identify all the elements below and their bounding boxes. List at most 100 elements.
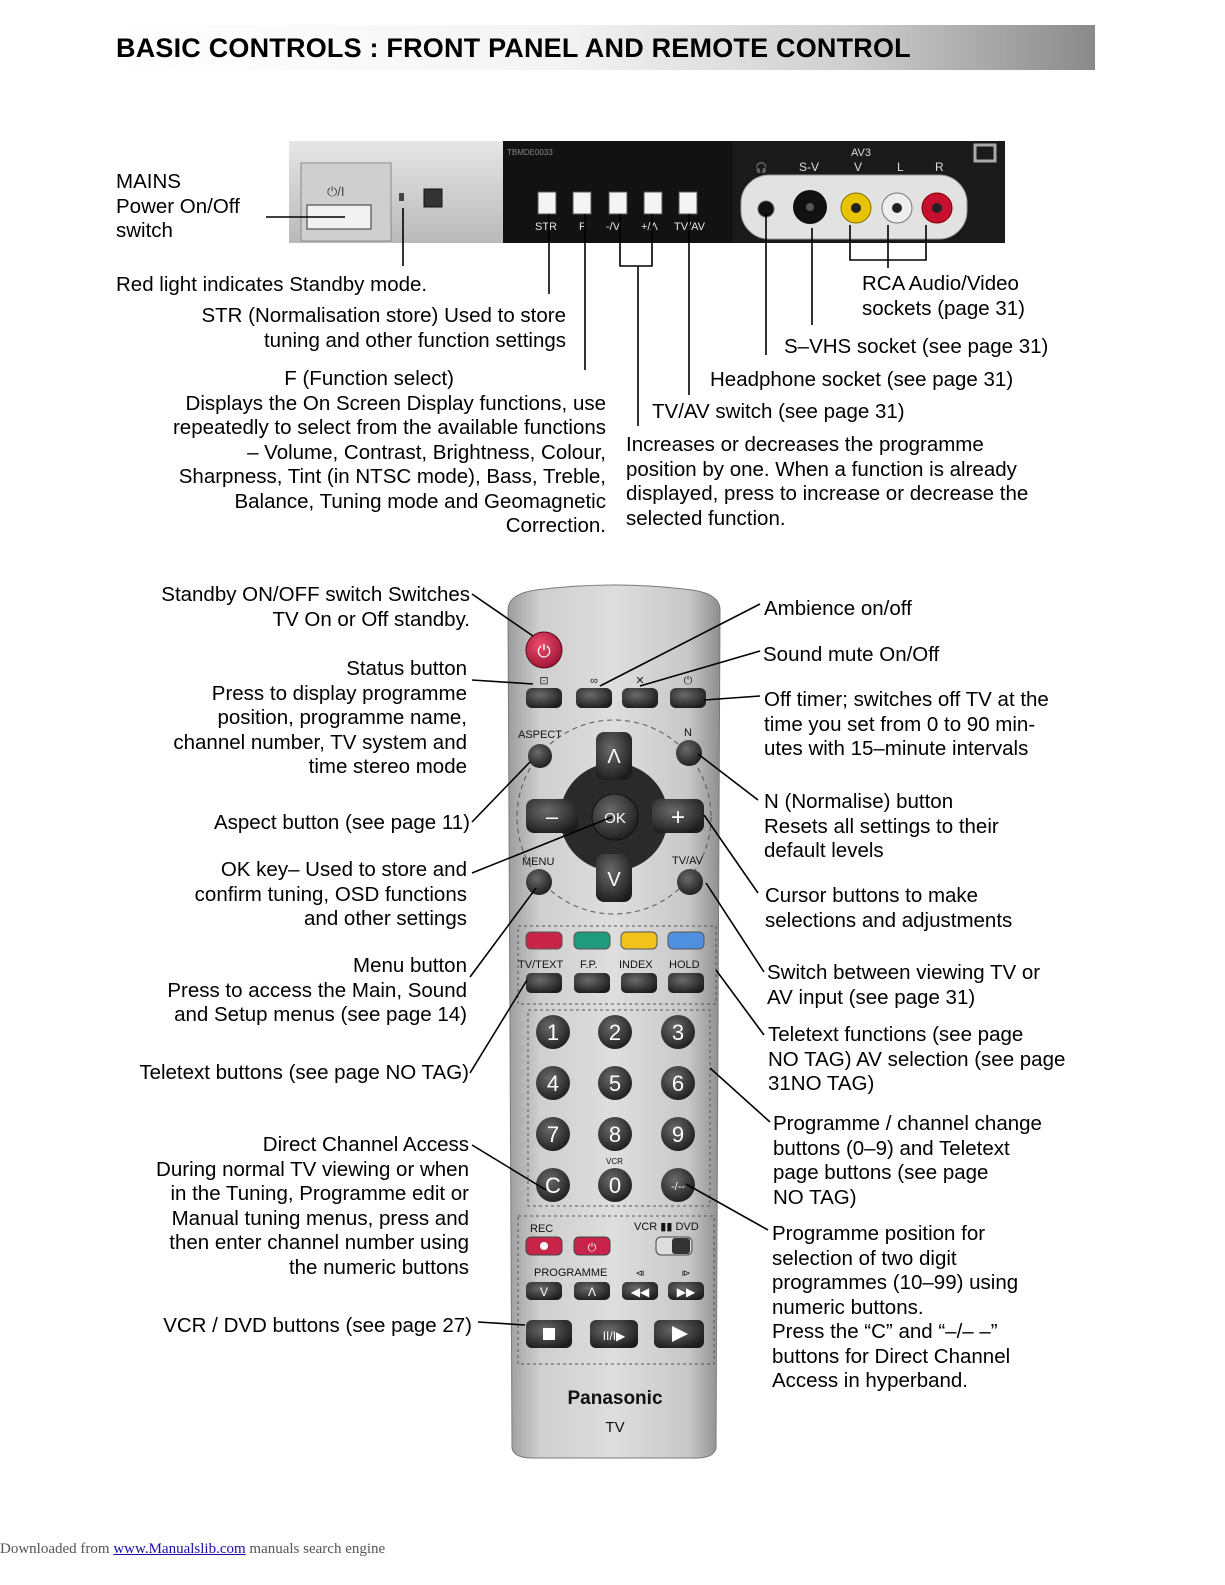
ok-line-2: confirm tuning, OSD functions [194, 882, 467, 906]
digit-button-1[interactable] [536, 1015, 570, 1049]
position-line-2: selection of two digit [772, 1246, 957, 1270]
status-callout: Status button Press to display programme… [173, 657, 467, 780]
tvav-panel-button[interactable] [678, 191, 698, 215]
down-button[interactable] [596, 854, 632, 902]
ok-label: OK [604, 810, 626, 827]
position-callout: Programme position for selection of two … [772, 1222, 1018, 1394]
vcr-power-button[interactable] [573, 1236, 611, 1256]
status-line-4: channel number, TV system and [173, 730, 467, 754]
hold-button[interactable] [668, 973, 704, 993]
standby-line-1: Standby ON/OFF switch Switches [161, 583, 470, 606]
two-digit-button[interactable] [661, 1168, 695, 1202]
red-button[interactable] [525, 931, 563, 950]
two-digit-label: -/-- [671, 1181, 685, 1193]
programme-line-3: page buttons (see page [773, 1161, 989, 1184]
c-label: C [545, 1173, 561, 1198]
yellow-button[interactable] [620, 931, 658, 950]
n-label: N [684, 727, 692, 739]
updown-line-2: position by one. When a function is alre… [626, 457, 1017, 481]
page-title: BASIC CONTROLS : FRONT PANEL AND REMOTE … [116, 33, 911, 63]
svg-text:II/I▶: II/I▶ [603, 1329, 626, 1343]
vcr-zone [517, 1215, 715, 1365]
red-light-callout: Red light indicates Standby mode. [116, 273, 428, 296]
str-button[interactable] [537, 191, 557, 215]
fast-forward-button[interactable] [668, 1282, 704, 1300]
plus-up-label: +/Λ [641, 221, 658, 233]
cursor-line-1: Cursor buttons to make [765, 884, 979, 907]
rec-label: REC [530, 1223, 553, 1235]
mute-icon: ✕ [635, 675, 644, 687]
digit-button-5[interactable] [598, 1066, 632, 1100]
vcr-small-label: VCR [606, 1157, 623, 1166]
ambience-callout: Ambience on/off [764, 597, 912, 620]
down-label: V [607, 869, 621, 891]
manualslib-link[interactable]: www.Manualslib.com [113, 1541, 246, 1557]
minus-v-button[interactable] [608, 191, 628, 215]
digit-button-4[interactable] [536, 1066, 570, 1100]
nav-ring [516, 719, 712, 915]
tvav-button[interactable] [677, 869, 703, 895]
plus-up-button[interactable] [643, 191, 663, 215]
mute-button[interactable] [622, 688, 658, 708]
index-label: INDEX [619, 959, 653, 971]
n-button[interactable] [676, 740, 702, 766]
pause-button[interactable] [590, 1320, 638, 1348]
index-button[interactable] [621, 973, 657, 993]
str-line-2: tuning and other function settings [263, 328, 566, 352]
ambience-icon: ∞ [590, 675, 598, 687]
digit-button-2[interactable] [598, 1015, 632, 1049]
f-line-5: Sharpness, Tint (in NTSC mode), Bass, Tr… [178, 465, 606, 488]
tvtext-button[interactable] [526, 973, 562, 993]
teletextfn-line-3: 31NO TAG) [768, 1072, 875, 1095]
rewind-icon: ⧏ [636, 1268, 645, 1278]
rca-line-1: RCA Audio/Video [862, 272, 1019, 295]
plus-button[interactable] [652, 799, 704, 833]
aspect-button[interactable] [528, 744, 552, 768]
status-button[interactable] [526, 688, 562, 708]
digit-button-6[interactable] [661, 1066, 695, 1100]
tvav-label: TV/AV [672, 855, 704, 867]
blue-button[interactable] [667, 931, 705, 950]
svg-text:▶▶: ▶▶ [677, 1285, 696, 1299]
tvav-callout: TV/AV switch (see page 31) [652, 400, 905, 423]
menu-button[interactable] [526, 869, 552, 895]
ok-button[interactable] [591, 793, 639, 841]
programme-down-button[interactable] [526, 1282, 562, 1300]
teletextfn-line-2: NO TAG) AV selection (see page [768, 1047, 1066, 1071]
digit-label-9: 9 [672, 1122, 684, 1147]
offtimer-callout: Off timer; switches off TV at the time y… [764, 688, 1049, 762]
digit-button-0[interactable] [598, 1168, 632, 1202]
green-button[interactable] [573, 931, 611, 950]
digit-button-7[interactable] [536, 1117, 570, 1151]
off-timer-button[interactable] [670, 688, 706, 708]
f-button[interactable] [572, 191, 592, 215]
rca-line-2: sockets (page 31) [862, 296, 1025, 320]
standby-button[interactable] [525, 631, 563, 669]
direct-callout: Direct Channel Access During normal TV v… [156, 1133, 469, 1280]
c-button[interactable] [536, 1168, 570, 1202]
digit-button-9[interactable] [661, 1117, 695, 1151]
ambience-button[interactable] [576, 688, 612, 708]
standby-line-2: TV On or Off standby. [272, 607, 471, 631]
menu-callout: Menu button Press to access the Main, So… [167, 954, 467, 1028]
digit-button-3[interactable] [661, 1015, 695, 1049]
power-symbol: ⏻/I [327, 184, 345, 199]
f-line-7: Correction. [505, 514, 606, 537]
programme-line-4: NO TAG) [773, 1185, 857, 1209]
mute-callout: Sound mute On/Off [763, 643, 940, 666]
up-button[interactable] [596, 732, 632, 780]
av3-label: AV3 [851, 147, 871, 159]
digit-button-8[interactable] [598, 1117, 632, 1151]
str-callout: STR (Normalisation store) Used to store … [201, 304, 566, 353]
minus-button[interactable] [526, 799, 578, 833]
rewind-button[interactable] [622, 1282, 658, 1300]
direct-line-3: in the Tuning, Programme edit or [170, 1182, 469, 1205]
programme-up-button[interactable] [574, 1282, 610, 1300]
model-code: TBMDE0033 [507, 148, 553, 157]
normalise-line-3: default levels [764, 839, 884, 862]
timer-icon: ⏻ [684, 675, 693, 687]
fp-button[interactable] [574, 973, 610, 993]
digit-label-4: 4 [547, 1071, 559, 1096]
status-line-3: position, programme name, [217, 706, 467, 729]
headphone-callout: Headphone socket (see page 31) [710, 368, 1014, 391]
